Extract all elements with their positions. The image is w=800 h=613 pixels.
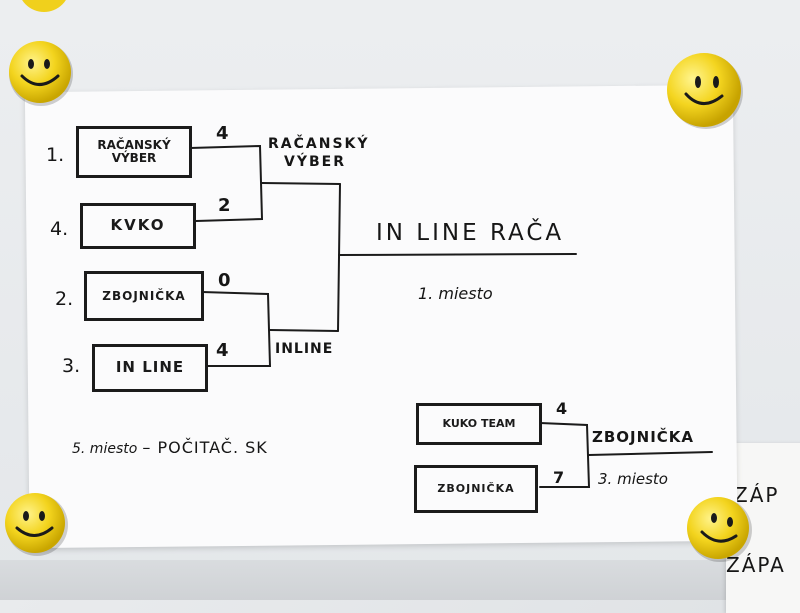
semi-winner-1: RAČANSKÝ VÝBER bbox=[268, 136, 370, 171]
team-box-2: KVKO bbox=[80, 203, 196, 249]
team-2-name: KVKO bbox=[110, 216, 166, 235]
seed-1: 1. bbox=[46, 144, 65, 166]
score-team-4: 4 bbox=[216, 340, 229, 361]
fifth-place: 5. miesto – POČITAČ. SK bbox=[72, 438, 268, 457]
semi-winner-1-line-2: VÝBER bbox=[284, 153, 346, 170]
third-score-1: 4 bbox=[556, 399, 568, 418]
third-place-label: 3. miesto bbox=[598, 470, 668, 488]
team-box-4: IN LINE bbox=[92, 344, 208, 392]
smiley-magnet-icon bbox=[22, 0, 66, 12]
champion-place: 1. miesto bbox=[418, 284, 493, 303]
score-team-1: 4 bbox=[216, 123, 229, 144]
bracket-lines bbox=[189, 144, 713, 488]
champion-name: IN LINE RAČA bbox=[376, 220, 565, 246]
score-team-2: 2 bbox=[218, 195, 231, 216]
fifth-place-team: – POČITAČ. SK bbox=[142, 438, 268, 457]
team-4-name: IN LINE bbox=[115, 358, 185, 377]
team-box-1: RAČANSKÝ VÝBER bbox=[76, 126, 192, 178]
smiley-magnet-icon bbox=[5, 493, 68, 556]
team-1-line-1: RAČANSKÝ bbox=[97, 138, 171, 153]
third-score-2: 7 bbox=[553, 468, 565, 487]
semi-winner-1-line-1: RAČANSKÝ bbox=[268, 136, 370, 152]
board-ledge bbox=[0, 560, 800, 600]
side-paper-text-1: ZÁP bbox=[734, 483, 780, 507]
third-place-winner: ZBOJNIČKA bbox=[592, 428, 695, 446]
smiley-magnet-icon bbox=[687, 497, 752, 562]
third-team-box-2: ZBOJNIČKA bbox=[414, 465, 538, 513]
whiteboard: ZÁP ZÁPA 1. 4. 2. 3. RAČANSKÝ VÝBER bbox=[0, 0, 800, 600]
team-1-line-2: VÝBER bbox=[111, 151, 157, 165]
score-team-3: 0 bbox=[218, 270, 231, 291]
seed-2: 2. bbox=[55, 288, 74, 310]
smiley-magnet-icon bbox=[9, 41, 73, 106]
team-3-name: ZBOJNIČKA bbox=[102, 288, 186, 303]
fifth-place-label: 5. miesto bbox=[72, 441, 138, 457]
third-team-1-name: KUKO TEAM bbox=[442, 417, 516, 431]
team-box-3: ZBOJNIČKA bbox=[84, 271, 204, 321]
seed-3: 3. bbox=[62, 355, 81, 377]
semi-winner-2: INLINE bbox=[275, 341, 334, 357]
side-paper-text-2: ZÁPA bbox=[726, 553, 786, 577]
smiley-magnet-icon bbox=[667, 53, 743, 129]
third-team-box-1: KUKO TEAM bbox=[416, 403, 542, 445]
seed-4: 4. bbox=[50, 218, 69, 240]
third-team-2-name: ZBOJNIČKA bbox=[437, 482, 515, 496]
